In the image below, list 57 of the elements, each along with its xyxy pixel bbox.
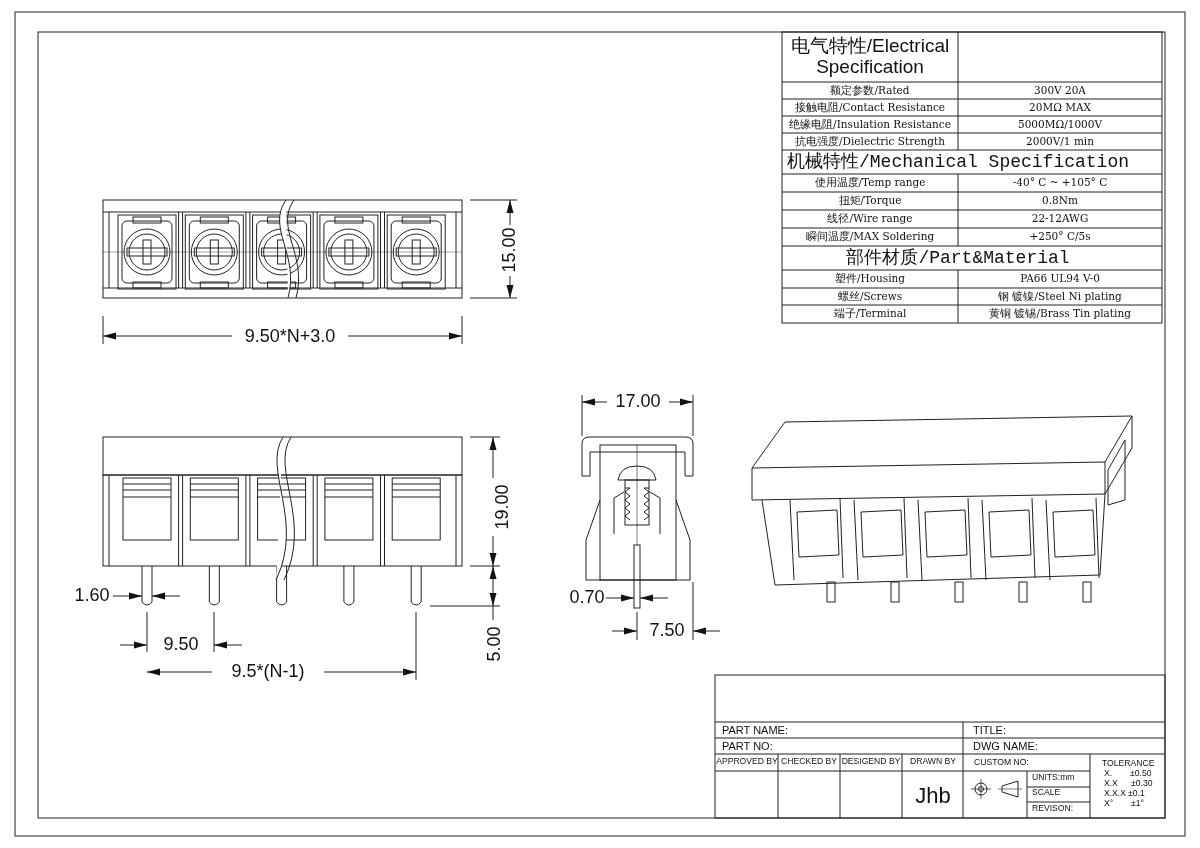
spec-value: PA66 UL94 V-0 bbox=[1020, 273, 1100, 285]
column-heading: CHECKED BY bbox=[781, 757, 837, 767]
spec-label: 使用温度/Temp range bbox=[814, 177, 926, 189]
section-heading: 电气特性/Electrical Specification bbox=[789, 36, 951, 78]
field-label: PART NO: bbox=[722, 739, 773, 753]
field-label: TOLERANCE bbox=[1102, 759, 1155, 769]
spec-value: 黄铜 镀锡/Brass Tin plating bbox=[989, 308, 1131, 320]
spec-value: +250° C/5s bbox=[1029, 231, 1091, 243]
tolerance-text: ±0.1 bbox=[1128, 789, 1145, 799]
spec-label: 额定参数/Rated bbox=[830, 84, 910, 97]
dimension-text: 9.50 bbox=[163, 635, 199, 655]
signature-text: Jhb bbox=[915, 783, 951, 809]
dimension-text: 7.50 bbox=[649, 621, 685, 641]
field-label: CUSTOM NO: bbox=[974, 758, 1029, 768]
spec-label: 接触电阻/Contact Resistance bbox=[794, 101, 946, 114]
column-heading: DRAWN BY bbox=[910, 757, 956, 767]
dimension-text: 0.70 bbox=[569, 588, 605, 608]
spec-value: 5000MΩ/1000V bbox=[1018, 118, 1102, 131]
spec-value: 20MΩ MAX bbox=[1029, 101, 1091, 114]
field-label: TITLE: bbox=[973, 723, 1006, 737]
spec-label: 抗电强度/Dielectric Strength bbox=[795, 135, 945, 148]
spec-label: 瞬间温度/MAX Soldering bbox=[805, 231, 935, 243]
field-label: PART NAME: bbox=[722, 723, 789, 737]
column-heading: DESIGEND BY bbox=[841, 757, 901, 767]
spec-label: 端子/Terminal bbox=[833, 308, 907, 320]
spec-label: 扭矩/Torque bbox=[838, 195, 902, 207]
field-label: SCALE bbox=[1032, 788, 1061, 798]
tolerance-text: ±1° bbox=[1131, 799, 1144, 809]
spec-value: 22-12AWG bbox=[1031, 213, 1089, 225]
tolerance-text: X° bbox=[1104, 799, 1114, 809]
tolerance-text: ±0.30 bbox=[1131, 779, 1153, 789]
dimension-text: 5.00 bbox=[485, 626, 505, 662]
field-label: UNITS:mm bbox=[1032, 773, 1075, 783]
section-heading: 部件材质/Part&Material bbox=[846, 249, 1070, 269]
spec-value: 300V 20A bbox=[1034, 84, 1086, 97]
column-heading: APPROVED BY bbox=[716, 757, 778, 767]
dimension-text: 19.00 bbox=[493, 484, 513, 530]
dimension-text: 15.00 bbox=[500, 227, 520, 273]
dimension-text: 17.00 bbox=[615, 392, 661, 412]
dimension-text: 1.60 bbox=[74, 586, 110, 606]
spec-value: 2000V/1 min bbox=[1026, 135, 1094, 148]
dimension-text: 9.50*N+3.0 bbox=[244, 327, 336, 347]
tolerance-text: X. bbox=[1104, 769, 1113, 779]
spec-label: 绝缘电阻/Insulation Resistance bbox=[789, 118, 951, 131]
spec-label: 塑件/Housing bbox=[835, 273, 905, 285]
section-heading: 机械特性/Mechanical Specification bbox=[787, 153, 1129, 173]
field-label: REVISON: bbox=[1032, 804, 1074, 814]
spec-value: 钢 镀镍/Steel Ni plating bbox=[998, 290, 1122, 303]
field-label: DWG NAME: bbox=[973, 739, 1038, 753]
spec-value: 0.8Nm bbox=[1042, 195, 1078, 207]
tolerance-text: X.X bbox=[1104, 779, 1118, 789]
dimension-text: 9.5*(N-1) bbox=[231, 662, 305, 682]
spec-label: 线径/Wire range bbox=[827, 213, 913, 225]
tolerance-text: ±0.50 bbox=[1130, 769, 1152, 779]
spec-label: 螺丝/Screws bbox=[837, 290, 903, 303]
spec-value: -40° C ~ +105° C bbox=[1012, 177, 1108, 189]
tolerance-text: X.X.X bbox=[1104, 789, 1126, 799]
